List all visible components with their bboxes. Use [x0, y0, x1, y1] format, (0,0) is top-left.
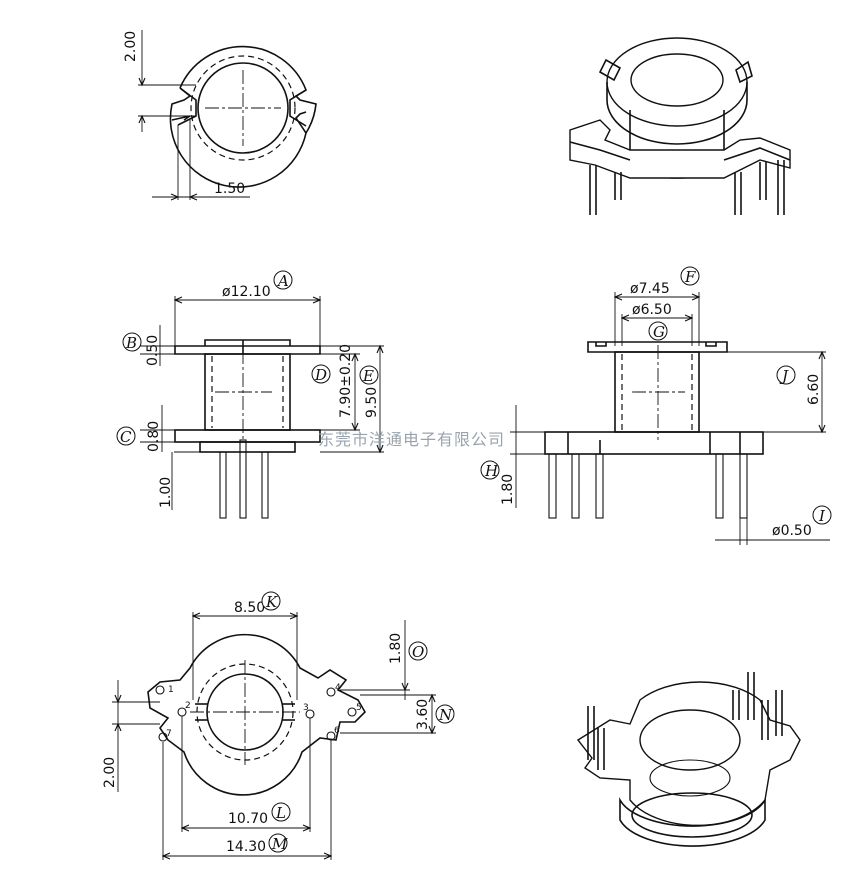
- bottom-label-n: N: [438, 706, 453, 724]
- bottom-dim-left: 2.00: [102, 757, 118, 788]
- front-dia-a: ø12.10: [222, 284, 271, 300]
- bottom-dim-m: 14.30: [226, 839, 266, 855]
- front-label-b: B: [125, 334, 137, 352]
- front-dim-c: 0.80: [146, 421, 162, 452]
- pin-label-7: 7: [166, 729, 172, 739]
- front-dim-b: 0.50: [145, 335, 161, 366]
- side-dia-i: ø0.50: [772, 523, 812, 539]
- bottom-dim-l: 10.70: [228, 811, 268, 827]
- pin-label-4: 4: [335, 683, 341, 693]
- top-dim-width: 1.50: [214, 181, 245, 197]
- bottom-label-o: O: [412, 643, 424, 661]
- pin-label-3: 3: [303, 703, 309, 713]
- pin-label-2: 2: [185, 701, 191, 711]
- bottom-dim-o: 1.80: [388, 633, 404, 664]
- bottom-label-l: L: [275, 804, 286, 822]
- bottom-dim-n: 3.60: [415, 699, 431, 730]
- side-view: ø7.45 F ø6.50 G J 6.60 H 1.80 ø0.50 I: [480, 266, 832, 545]
- watermark: 东莞市洋通电子有限公司: [318, 430, 505, 449]
- side-label-i: I: [818, 507, 826, 525]
- side-label-j: J: [779, 367, 789, 385]
- side-dia-g: ø6.50: [632, 302, 672, 318]
- side-label-g: G: [653, 323, 665, 341]
- top-view: 2.00 1.50: [123, 30, 317, 201]
- front-view: ø12.10 A B 0.50 D 7.90±0.20 E 9.50 C 0.8…: [116, 270, 384, 519]
- side-label-f: F: [684, 268, 696, 286]
- pin-label-6: 6: [334, 726, 340, 736]
- front-label-e: E: [362, 367, 374, 385]
- front-label-a: A: [276, 272, 289, 290]
- iso-view-bottom: [576, 672, 801, 847]
- bottom-label-m: M: [271, 835, 288, 853]
- side-dim-h: 1.80: [500, 474, 516, 505]
- front-label-d: D: [314, 366, 327, 384]
- side-dia-f: ø7.45: [630, 281, 670, 297]
- side-label-h: H: [484, 462, 499, 480]
- iso-view-top: [569, 37, 791, 215]
- front-dim-pin: 1.00: [158, 477, 174, 508]
- bottom-view: 1 2 7 4 3 5 6 8.50 K 1.80 O 3.60 N: [102, 591, 455, 860]
- top-dim-height: 2.00: [123, 31, 139, 62]
- pin-label-5: 5: [356, 703, 362, 713]
- front-dim-d: 7.90±0.20: [338, 344, 354, 418]
- pin-label-1: 1: [168, 685, 174, 695]
- front-label-c: C: [120, 428, 132, 446]
- bottom-label-k: K: [265, 593, 278, 611]
- front-dim-e: 9.50: [364, 387, 380, 418]
- side-dim-j: 6.60: [806, 374, 822, 405]
- bottom-dim-k: 8.50: [234, 600, 265, 616]
